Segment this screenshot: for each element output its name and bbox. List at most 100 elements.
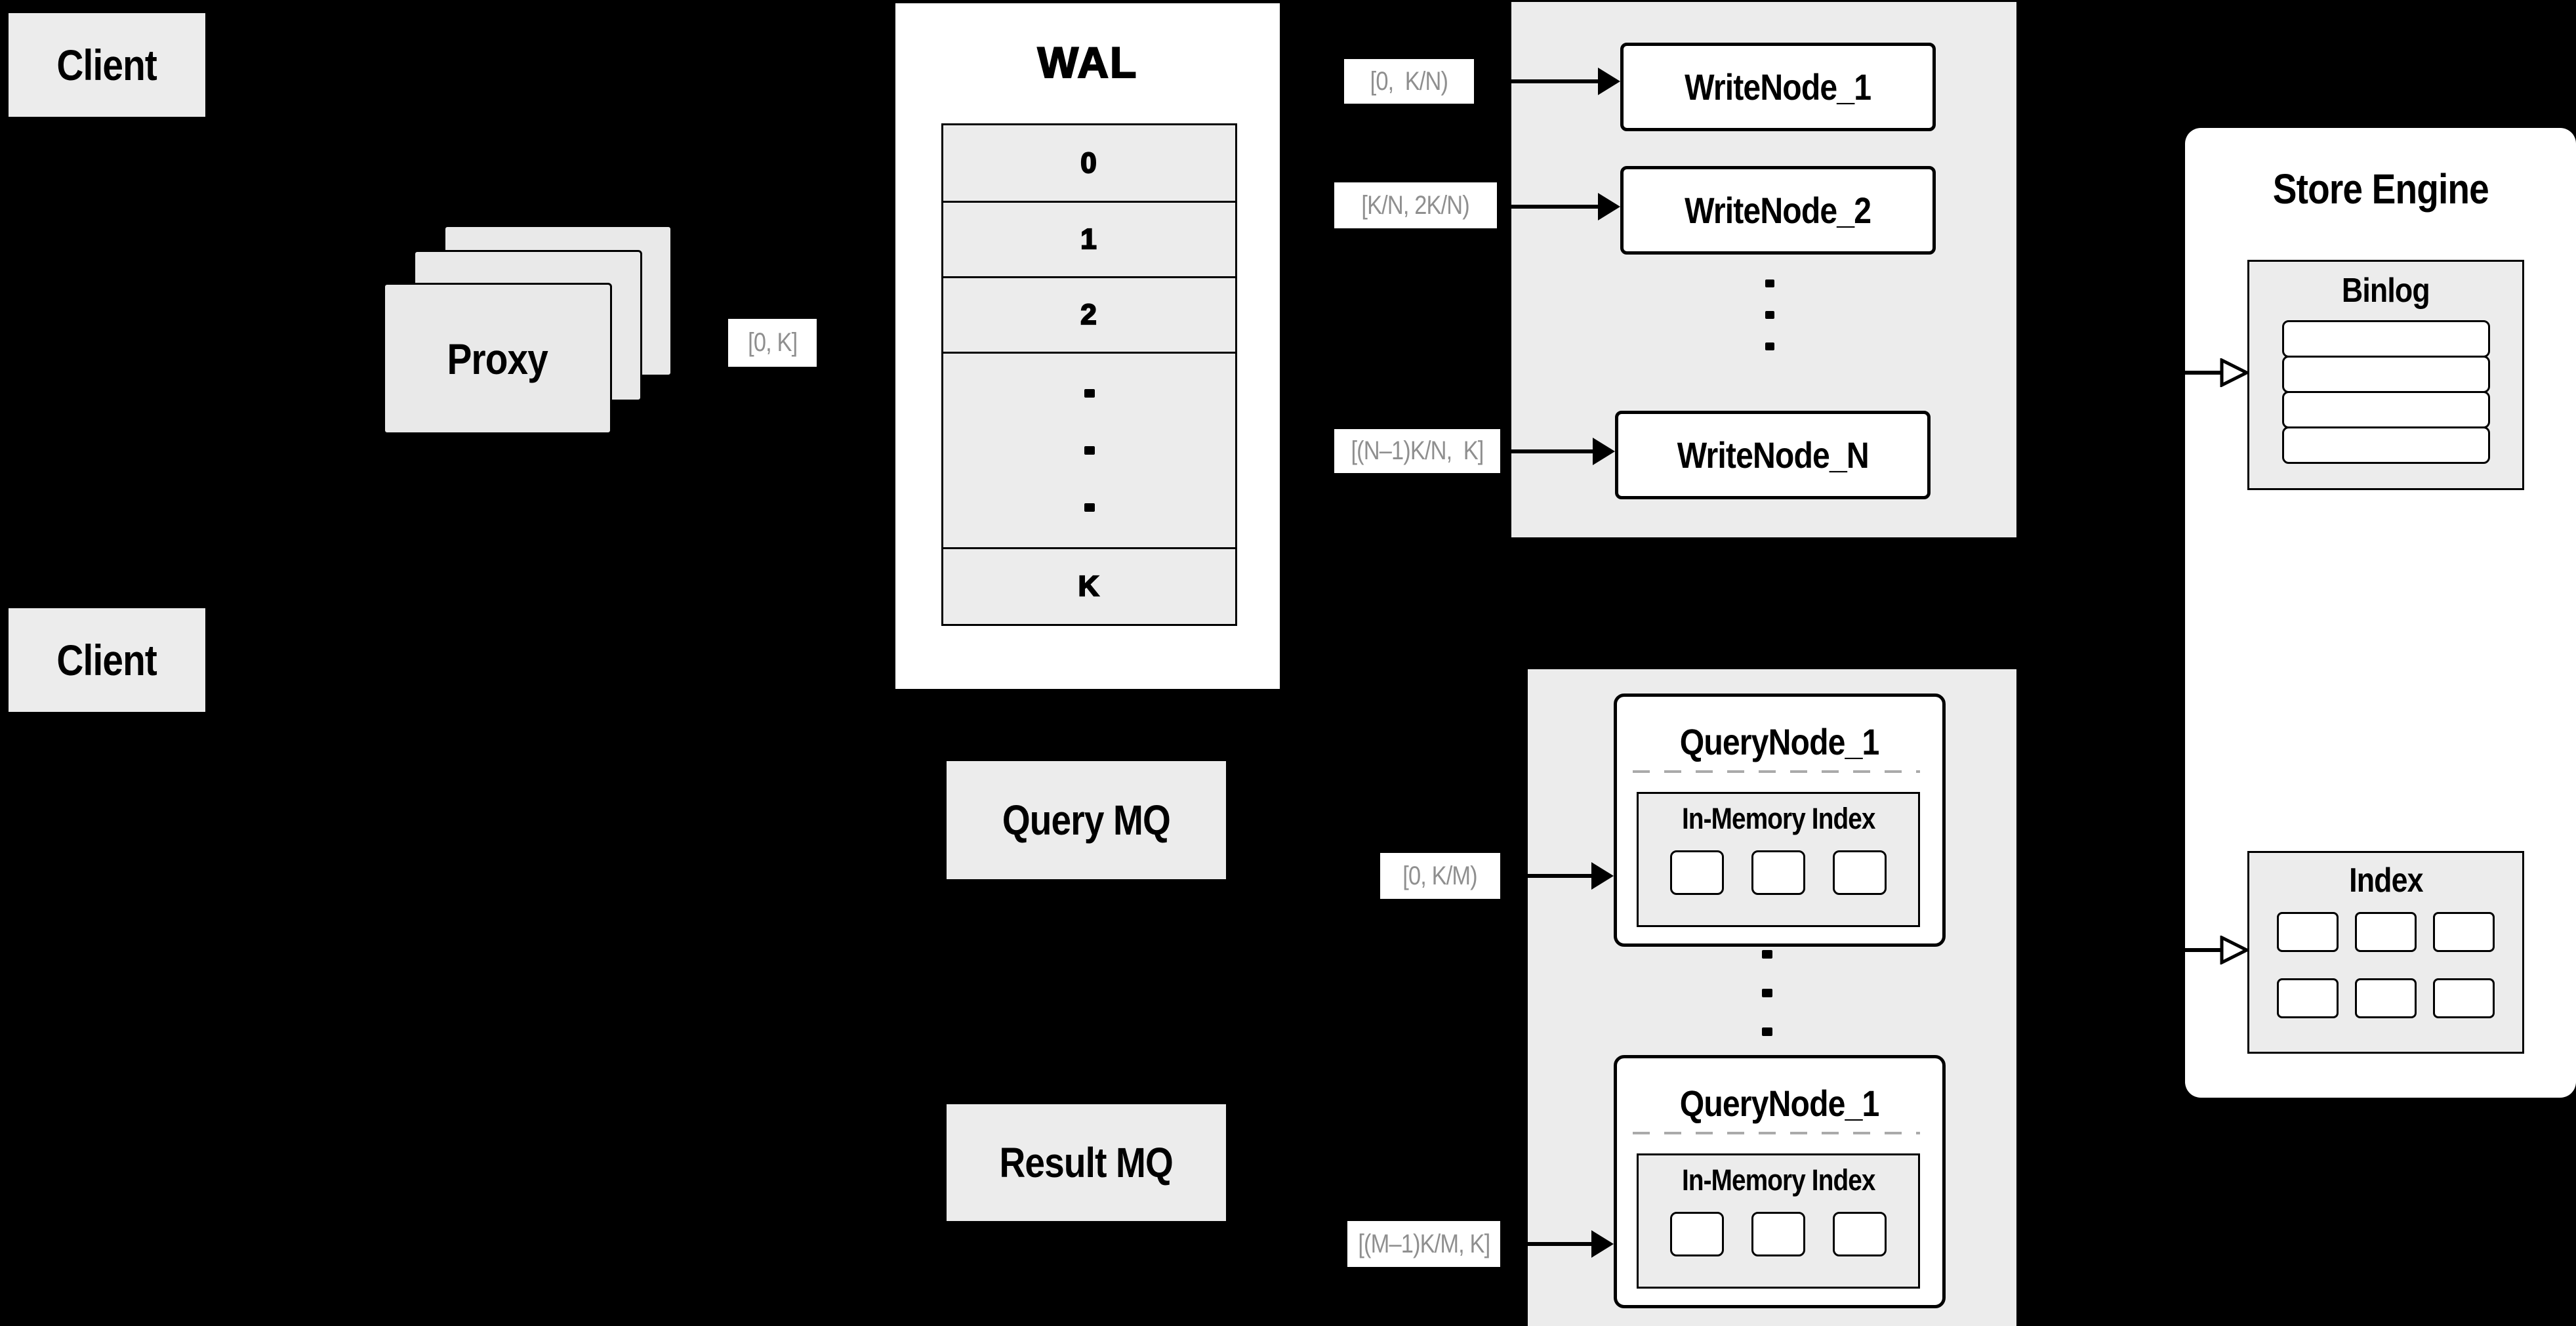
binlog-row (2281, 426, 2490, 464)
query-node-bottom-box: QueryNode_1 In-Memory Index (1614, 1055, 1946, 1308)
binlog-title: Binlog (2342, 272, 2430, 310)
binlog-title-row: Binlog (2249, 271, 2522, 310)
ellipsis-dot (1762, 989, 1772, 997)
ellipsis-dot (1765, 280, 1774, 287)
index-segment (2433, 978, 2495, 1018)
write-node-1-box: WriteNode_1 (1620, 43, 1936, 131)
segment-box (1833, 1212, 1887, 1256)
ellipsis-dot (1765, 342, 1774, 350)
query-node-ellipsis (1762, 950, 1772, 1036)
open-arrowhead-binlog-icon (2220, 358, 2249, 387)
arrowhead-wnN-icon (1593, 438, 1615, 465)
ellipsis-dot (1084, 503, 1095, 512)
arrow-line-wn1 (1474, 79, 1598, 83)
range-label-proxy-wal-text: [0, K] (747, 328, 798, 357)
wal-row-ellipsis (943, 354, 1235, 549)
arrowhead-wn1-icon (1598, 68, 1620, 95)
wal-row-k: K (943, 549, 1235, 624)
result-mq-box: Result MQ (947, 1104, 1226, 1221)
arrow-line-wn2 (1497, 205, 1598, 209)
wal-table: 0 1 2 K (941, 123, 1237, 626)
client-top-box: Client (9, 13, 205, 117)
arrow-line-index (2185, 948, 2222, 952)
result-mq-label: Result MQ (999, 1139, 1174, 1186)
in-memory-index-top-title-row: In-Memory Index (1639, 802, 1918, 836)
wal-title-row: WAL (895, 37, 1280, 87)
wal-row-0: 0 (943, 125, 1235, 203)
index-segment (2277, 912, 2339, 952)
in-memory-segments-top (1639, 850, 1918, 895)
ellipsis-dot (1762, 1027, 1772, 1036)
wal-row-0-label: 0 (1080, 146, 1098, 179)
index-segment (2277, 978, 2339, 1018)
query-mq-box: Query MQ (947, 761, 1226, 879)
arrow-line-wnN (1500, 449, 1593, 453)
query-node-top-divider (1633, 770, 1920, 773)
range-label-wn2: [K/N, 2K/N) (1334, 182, 1497, 228)
index-title: Index (2348, 861, 2423, 900)
segment-box (1670, 850, 1724, 895)
wal-panel: WAL 0 1 2 K (895, 3, 1280, 689)
query-node-top-title-row: QueryNode_1 (1617, 720, 1942, 763)
segment-box (1670, 1212, 1724, 1256)
in-memory-index-bottom-title-row: In-Memory Index (1639, 1163, 1918, 1197)
binlog-rows (2249, 320, 2522, 464)
client-bottom-box: Client (9, 608, 205, 712)
wal-row-1: 1 (943, 203, 1235, 278)
ellipsis-dot (1084, 389, 1095, 398)
range-label-wnN-text: [(N–1)K/N, K] (1351, 436, 1484, 465)
query-node-bottom-divider (1633, 1132, 1920, 1134)
ellipsis-dot (1762, 950, 1772, 959)
query-node-bottom-title: QueryNode_1 (1680, 1083, 1880, 1124)
query-node-bottom-title-row: QueryNode_1 (1617, 1082, 1942, 1125)
in-memory-index-bottom-title: In-Memory Index (1681, 1163, 1875, 1197)
arrow-line-qn-top (1500, 874, 1591, 878)
range-label-proxy-wal: [0, K] (728, 319, 817, 367)
index-segment (2433, 912, 2495, 952)
wal-row-k-label: K (1078, 570, 1101, 603)
proxy-card-front: Proxy (383, 283, 612, 434)
binlog-row (2281, 391, 2490, 428)
ellipsis-dot (1765, 311, 1774, 319)
proxy-label: Proxy (447, 334, 548, 383)
client-bottom-label: Client (56, 636, 157, 684)
open-arrowhead-index-icon (2220, 936, 2249, 964)
index-box: Index (2247, 851, 2524, 1054)
store-engine-title: Store Engine (2272, 165, 2489, 213)
range-label-qn-bottom: [(M–1)K/M, K] (1347, 1221, 1500, 1267)
index-segment (2355, 912, 2417, 952)
binlog-row (2281, 356, 2490, 393)
range-label-qn-bottom-text: [(M–1)K/M, K] (1358, 1229, 1490, 1258)
store-engine-panel: Store Engine Binlog Index (2185, 128, 2576, 1098)
index-grid-row-1 (2249, 912, 2522, 952)
wal-row-2-label: 2 (1080, 298, 1098, 331)
client-top-label: Client (56, 41, 157, 89)
arrow-line-binlog (2185, 371, 2222, 375)
binlog-row (2281, 320, 2490, 358)
query-mq-label: Query MQ (1002, 797, 1171, 844)
store-engine-title-row: Store Engine (2185, 165, 2576, 213)
wal-title: WAL (1037, 37, 1138, 87)
wal-row-1-label: 1 (1080, 222, 1098, 256)
query-node-top-box: QueryNode_1 In-Memory Index (1614, 694, 1946, 947)
write-node-2-label: WriteNode_2 (1685, 190, 1871, 231)
query-node-top-title: QueryNode_1 (1680, 721, 1880, 762)
range-label-wn1: [0, K/N) (1344, 59, 1474, 104)
write-node-n-box: WriteNode_N (1615, 411, 1931, 499)
range-label-qn-top: [0, K/M) (1380, 853, 1500, 899)
write-node-n-label: WriteNode_N (1677, 434, 1869, 476)
ellipsis-dot (1084, 446, 1095, 455)
index-grid-row-2 (2249, 978, 2522, 1018)
range-label-qn-top-text: [0, K/M) (1402, 861, 1478, 890)
range-label-wnN: [(N–1)K/N, K] (1334, 429, 1500, 473)
in-memory-segments-bottom (1639, 1212, 1918, 1256)
range-label-wn1-text: [0, K/N) (1370, 66, 1448, 96)
index-title-row: Index (2249, 861, 2522, 900)
arrowhead-qn-top-icon (1591, 862, 1614, 890)
in-memory-index-top-box: In-Memory Index (1637, 792, 1920, 927)
arrowhead-qn-bottom-icon (1591, 1230, 1614, 1258)
index-segment (2355, 978, 2417, 1018)
range-label-wn2-text: [K/N, 2K/N) (1361, 190, 1470, 220)
arrowhead-wn2-icon (1598, 193, 1620, 220)
